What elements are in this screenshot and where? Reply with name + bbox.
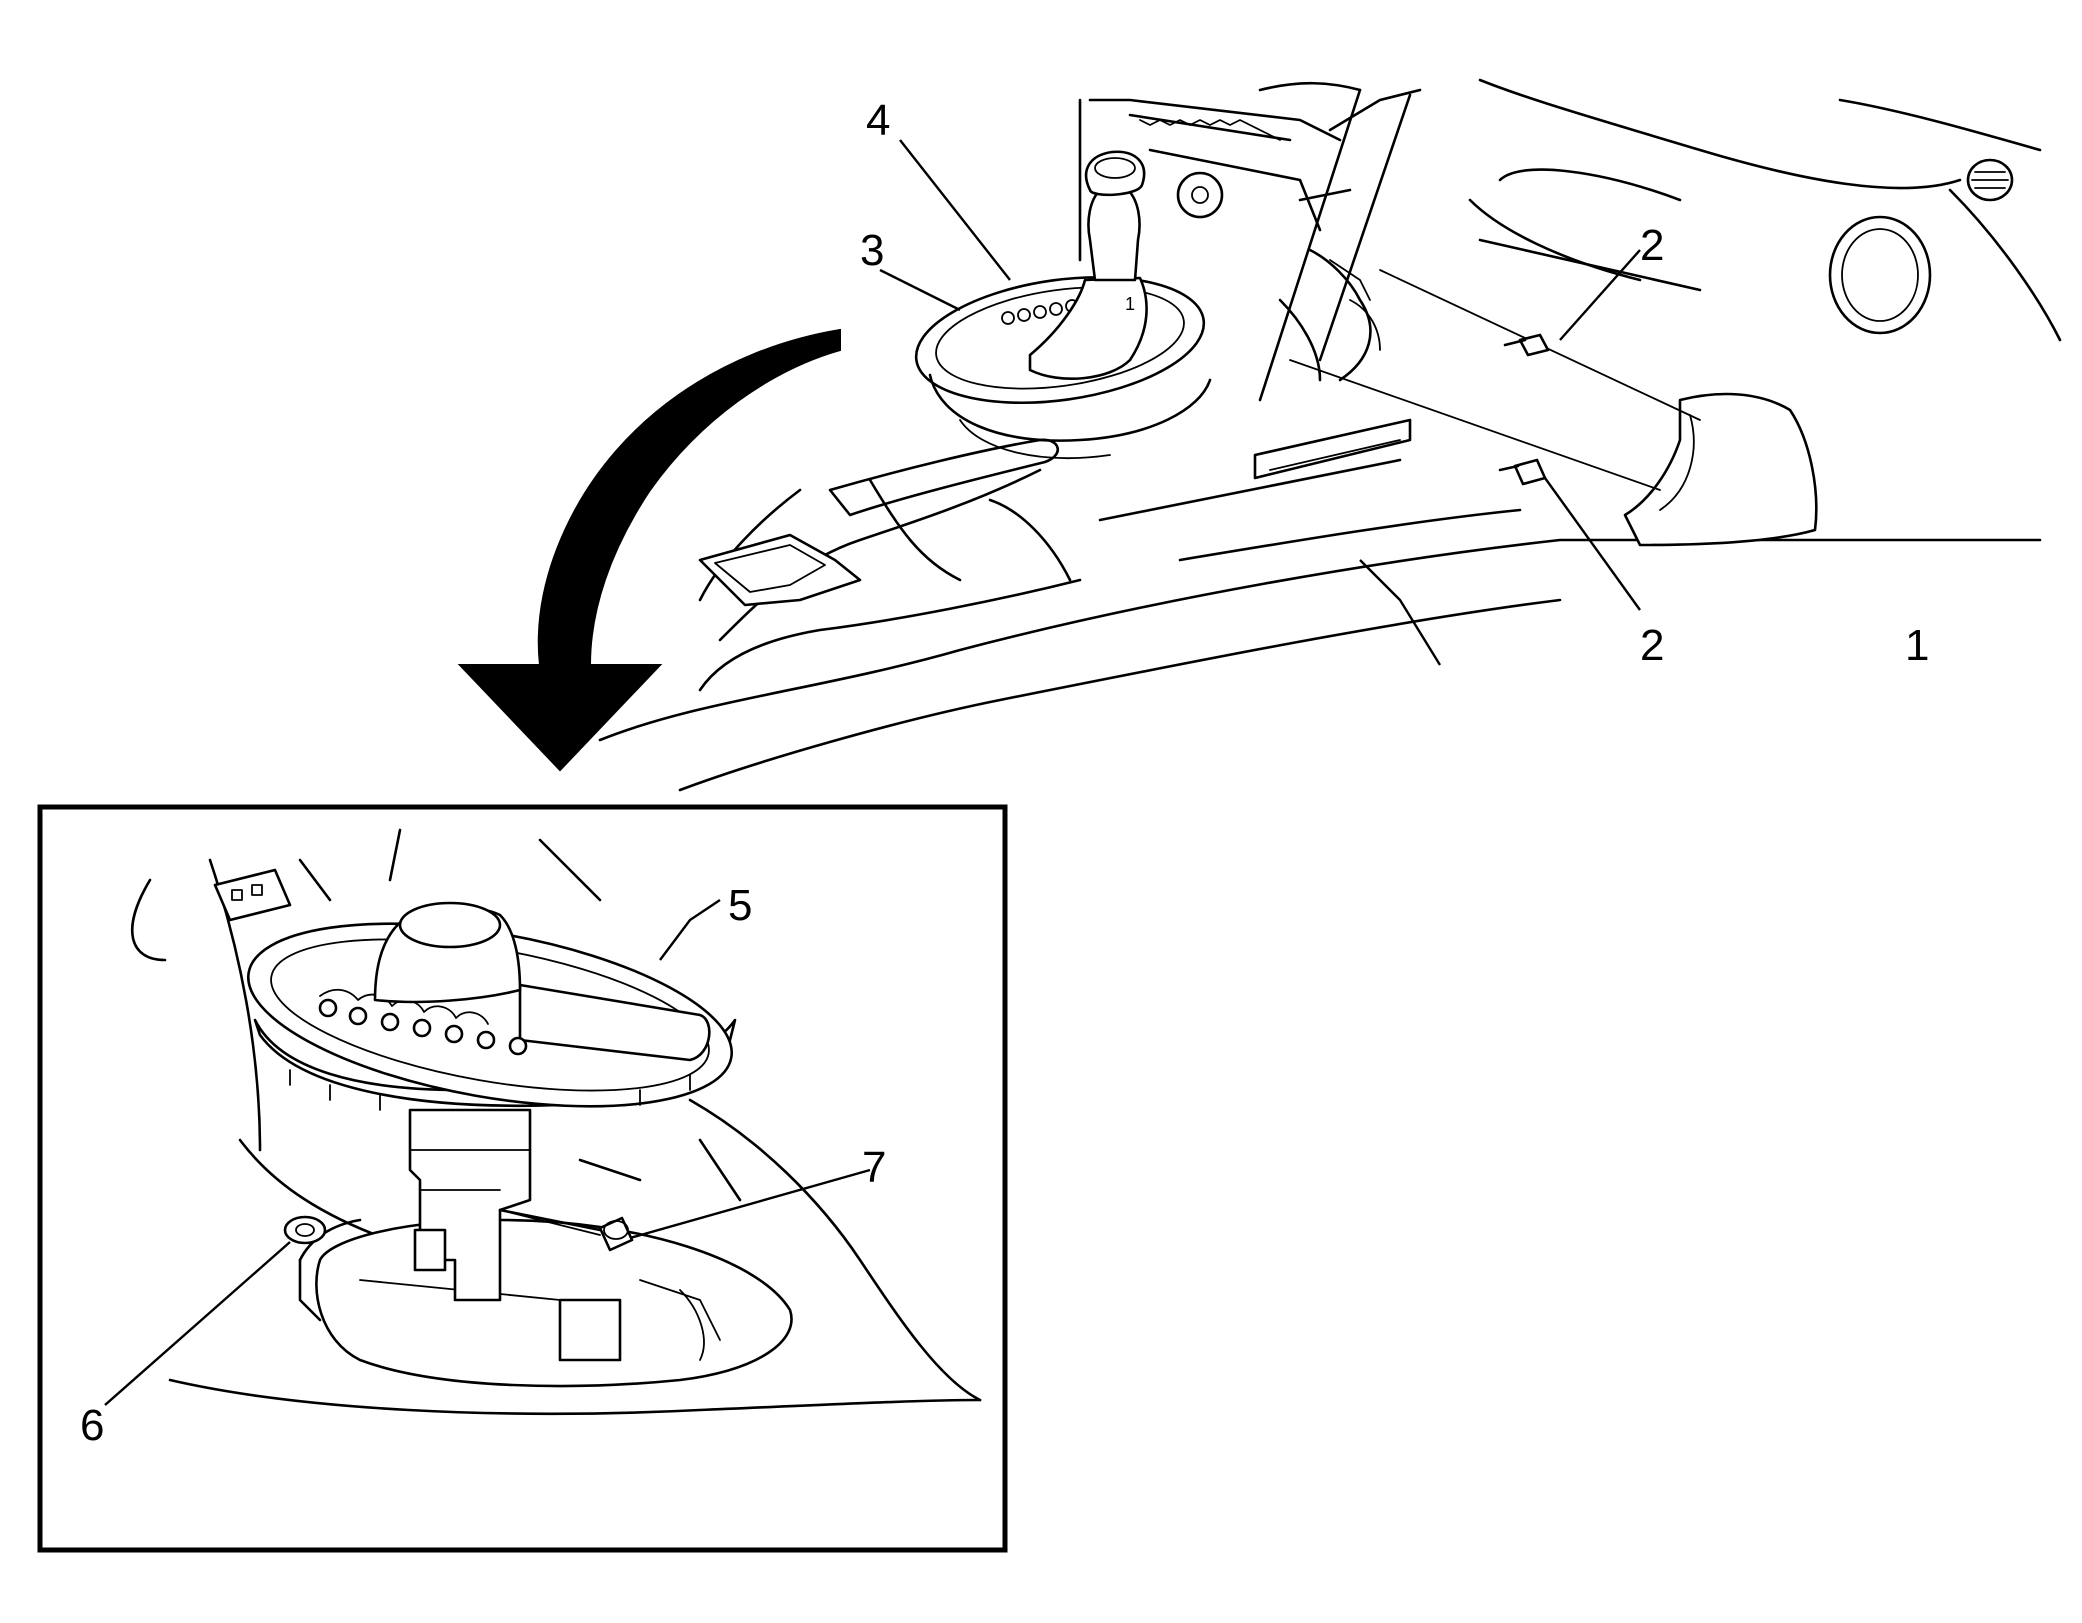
callout-1: 1 [1905, 621, 1929, 670]
console-lower-edge [678, 598, 1562, 792]
shifter-base-housing [408, 1108, 602, 1302]
shift-boot [1028, 276, 1148, 380]
retaining-nut [283, 1215, 327, 1245]
console-outer-edge [598, 538, 2042, 742]
console-trim-panel [1623, 392, 1818, 547]
detail-inset: 5 6 7 [37, 804, 1008, 1553]
storage-tray [698, 533, 862, 607]
removal-direction-arrow [457, 328, 841, 772]
callout-2-upper: 2 [1640, 221, 1664, 270]
air-vent-small [1966, 158, 2014, 202]
fastener-bolt-lower [1498, 458, 1547, 486]
switch-connector [213, 868, 292, 922]
gear-position-lamps [318, 988, 528, 1056]
callout-7: 7 [862, 1143, 886, 1192]
callout-4: 4 [866, 96, 890, 145]
callout-6: 6 [80, 1401, 104, 1450]
bolt-alignment-line-lower [1289, 359, 1661, 491]
park-brake-handle [828, 438, 1059, 517]
upper-console-view: 1 [457, 78, 2062, 792]
fastener-bolt-upper [1503, 333, 1550, 357]
callout-5: 5 [728, 881, 752, 930]
center-stack-knob [1176, 171, 1224, 219]
shift-cable-bracket [558, 1298, 622, 1362]
shifter-indicator-bezel [247, 901, 737, 1111]
shift-gate-letter: 1 [1125, 294, 1135, 314]
center-stack [1078, 88, 1422, 262]
shift-knob [1084, 150, 1146, 282]
callout-3: 3 [860, 226, 884, 275]
console-vent-slot [1253, 418, 1412, 480]
callout-2-lower: 2 [1640, 621, 1664, 670]
shifter-fastener [499, 1209, 634, 1252]
air-vent-round [1828, 215, 1932, 335]
console-side-panel [698, 578, 1082, 692]
